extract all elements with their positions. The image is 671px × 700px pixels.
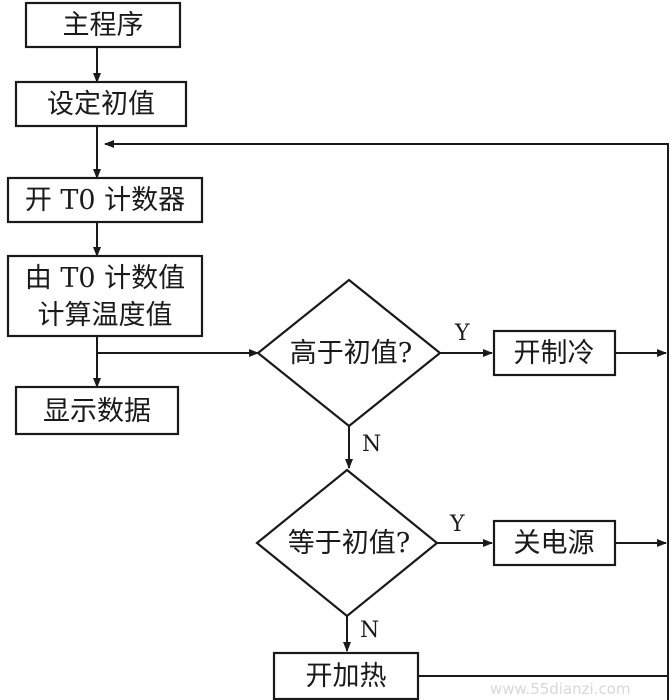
decision-equal-label: 等于初值? [288, 528, 410, 559]
node-power-off-label: 关电源 [514, 528, 595, 559]
node-display-data-label: 显示数据 [43, 396, 151, 427]
label-high-yes: Y [454, 321, 470, 346]
node-start-timer: 开 T0 计数器 [6, 176, 204, 224]
decision-higher-label: 高于初值? [290, 338, 412, 369]
node-main-program: 主程序 [24, 1, 182, 49]
node-cooling-label: 开制冷 [514, 338, 595, 369]
node-calc-temp-line1: 由 T0 计数值 [25, 263, 185, 294]
label-equal-no: N [360, 618, 379, 643]
node-heating: 开加热 [272, 651, 420, 700]
decision-higher: 高于初值? [256, 278, 442, 428]
node-calc-temp-line2: 计算温度值 [38, 300, 173, 331]
edge-return-loop [104, 140, 669, 700]
node-display-data: 显示数据 [14, 385, 180, 436]
node-set-initial-label: 设定初值 [47, 89, 155, 120]
node-calc-temp: 由 T0 计数值 计算温度值 [6, 254, 204, 338]
connectors [93, 47, 669, 700]
node-cooling: 开制冷 [492, 329, 617, 377]
decision-equal: 等于初值? [255, 468, 439, 618]
label-equal-yes: Y [449, 512, 465, 537]
node-main-program-label: 主程序 [63, 10, 144, 41]
node-start-timer-label: 开 T0 计数器 [25, 185, 185, 216]
label-high-no: N [362, 432, 381, 457]
node-set-initial: 设定初值 [14, 80, 188, 128]
node-power-off: 关电源 [492, 519, 617, 567]
watermark: www.55dianzi.com [490, 680, 631, 698]
node-heating-label: 开加热 [306, 661, 387, 692]
